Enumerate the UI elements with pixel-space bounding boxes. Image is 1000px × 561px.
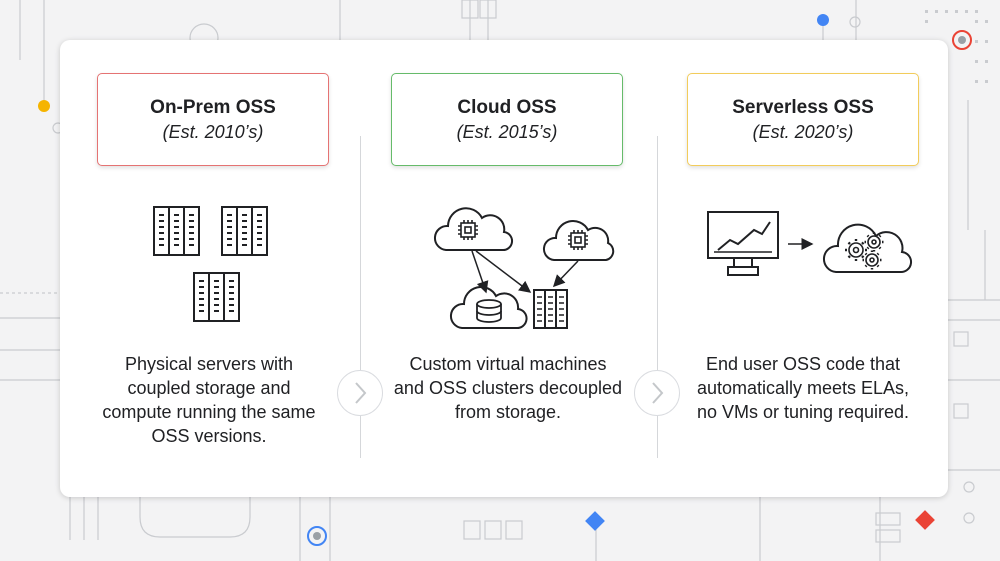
cloud-compute-icon bbox=[434, 207, 615, 330]
serverless-cloud-icon bbox=[707, 211, 912, 276]
server-rack-icon bbox=[153, 206, 268, 322]
cloud-era: (Est. 2015’s) bbox=[456, 121, 558, 142]
cloud-description: Custom virtual machines and OSS clusters… bbox=[393, 354, 623, 422]
column-divider bbox=[657, 136, 658, 458]
serverless-era: (Est. 2020’s) bbox=[752, 121, 854, 142]
on-prem-description: Physical servers with coupled storage an… bbox=[102, 354, 316, 446]
on-prem-label-box: On-Prem OSS (Est. 2010’s) bbox=[97, 73, 329, 166]
column-divider bbox=[360, 136, 361, 458]
cloud-title: Cloud OSS bbox=[457, 96, 557, 118]
serverless-title: Serverless OSS bbox=[732, 96, 874, 118]
on-prem-title: On-Prem OSS bbox=[150, 96, 276, 118]
cloud-label-box: Cloud OSS (Est. 2015’s) bbox=[391, 73, 623, 166]
chevron-right-icon bbox=[634, 370, 680, 416]
serverless-description: End user OSS code that automatically mee… bbox=[696, 354, 910, 422]
serverless-label-box: Serverless OSS (Est. 2020’s) bbox=[687, 73, 919, 166]
on-prem-era: (Est. 2010’s) bbox=[162, 121, 264, 142]
chevron-right-icon bbox=[337, 370, 383, 416]
